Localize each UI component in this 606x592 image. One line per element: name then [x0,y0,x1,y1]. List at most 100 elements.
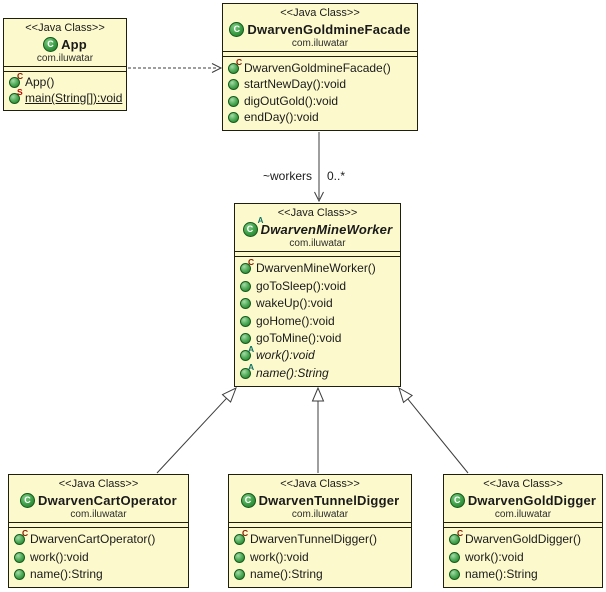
method-icon [234,551,245,563]
member-label: work():void [250,549,309,564]
member-label: App() [25,75,55,89]
member-label: endDay():void [244,110,319,125]
class-dwarven-cart-operator[interactable]: <<Java Class>> C DwarvenCartOperator com… [8,474,189,588]
member-row: digOutGold():void [228,93,413,108]
members-compartment: C DwarvenGoldDigger() work():void name()… [444,528,602,587]
member-row: goToSleep():void [240,278,396,293]
class-header: <<Java Class>> C DwarvenGoldmineFacade c… [223,4,417,51]
member-row: C DwarvenCartOperator() [14,528,184,547]
member-label: digOutGold():void [244,93,339,108]
method-icon [228,95,239,107]
stereotype-label: <<Java Class>> [280,7,360,19]
method-icon [449,568,460,580]
member-row: C DwarvenMineWorker() [240,257,396,276]
package-label: com.iluwatar [289,238,346,249]
member-row: A work():void [240,344,396,363]
member-label: name():String [30,566,103,581]
method-icon [240,298,251,310]
class-app[interactable]: <<Java Class>> C App com.iluwatar C App(… [3,18,127,111]
generalization-cartoperator-to-mineworker [156,386,237,474]
class-dwarven-goldmine-facade[interactable]: <<Java Class>> C DwarvenGoldmineFacade c… [222,3,418,131]
member-row: goHome():void [240,313,396,328]
class-header: <<Java Class>> C DwarvenCartOperator com… [9,475,188,522]
method-icon: A [240,344,254,362]
class-dwarven-gold-digger[interactable]: <<Java Class>> C DwarvenGoldDigger com.i… [443,474,603,588]
member-label: wakeUp():void [256,296,333,311]
method-icon: C [449,528,463,546]
class-name: DwarvenCartOperator [38,492,177,508]
member-label: goToMine():void [256,330,342,345]
members-compartment: C DwarvenCartOperator() work():void name… [9,528,188,587]
class-header: <<Java Class>> C App com.iluwatar [4,19,126,66]
package-label: com.iluwatar [494,509,552,520]
method-icon [240,315,251,327]
package-label: com.iluwatar [291,509,349,520]
method-icon: C [14,528,28,546]
class-icon: C [43,36,59,52]
method-icon: S [9,87,23,104]
member-label: startNewDay():void [244,77,347,92]
stereotype-label: <<Java Class>> [277,207,358,219]
method-icon [14,568,25,580]
dependency-arrow-app-to-facade [128,63,223,73]
member-label: goToSleep():void [256,278,347,293]
method-icon [228,79,239,91]
member-label: DwarvenTunnelDigger() [250,532,377,547]
class-name: DwarvenGoldDigger [467,492,597,508]
member-row: name():String [14,566,184,581]
member-row: C DwarvenGoldDigger() [449,528,598,547]
member-row: work():void [449,549,598,564]
association-multiplicity-label: 0..* [327,169,346,183]
member-row: startNewDay():void [228,78,413,91]
class-icon: C [240,492,256,508]
member-row: C App() [9,71,122,89]
method-icon [240,332,251,344]
class-header: <<Java Class>> C DwarvenGoldDigger com.i… [444,475,602,522]
class-name: DwarvenMineWorker [260,221,393,237]
method-icon [240,280,251,292]
member-row: wakeUp():void [240,297,396,310]
method-icon: A [240,362,254,379]
class-icon: C [20,492,36,508]
member-row: name():String [449,567,598,581]
member-label: DwarvenCartOperator() [30,532,156,547]
method-icon: C [240,257,254,275]
method-icon: C [234,528,248,546]
attributes-compartment [229,522,411,528]
member-row: A name():String [240,362,396,380]
class-icon: C [229,21,245,37]
association-name-label: ~workers [262,169,312,183]
member-label: goHome():void [256,313,335,328]
members-compartment: C DwarvenMineWorker() goToSleep():void w… [235,257,400,386]
method-icon [449,551,460,563]
class-name: DwarvenTunnelDigger [258,492,400,508]
method-icon: C [228,57,242,74]
package-label: com.iluwatar [36,53,94,64]
attributes-compartment [223,51,417,57]
member-row: goToMine():void [240,330,396,345]
method-icon [14,551,25,563]
member-label: DwarvenMineWorker() [256,261,376,276]
member-label: main(String[]):void [25,91,123,105]
members-compartment: C DwarvenTunnelDigger() work():void name… [229,528,411,587]
attributes-compartment [444,522,602,528]
package-label: com.iluwatar [70,509,127,520]
member-label: DwarvenGoldDigger() [465,532,582,547]
attributes-compartment [4,66,126,72]
stereotype-label: <<Java Class>> [280,478,360,490]
member-label: work():void [30,549,89,564]
member-label: work():void [256,348,315,363]
package-label: com.iluwatar [291,38,349,49]
class-dwarven-tunnel-digger[interactable]: <<Java Class>> C DwarvenTunnelDigger com… [228,474,412,588]
attributes-compartment [9,522,188,528]
member-label: name():String [250,566,323,581]
member-row: work():void [234,549,407,564]
attributes-compartment [235,251,400,257]
members-compartment: C App() S main(String[]):void [4,71,126,110]
member-row: work():void [14,549,184,564]
member-label: work():void [465,549,524,564]
